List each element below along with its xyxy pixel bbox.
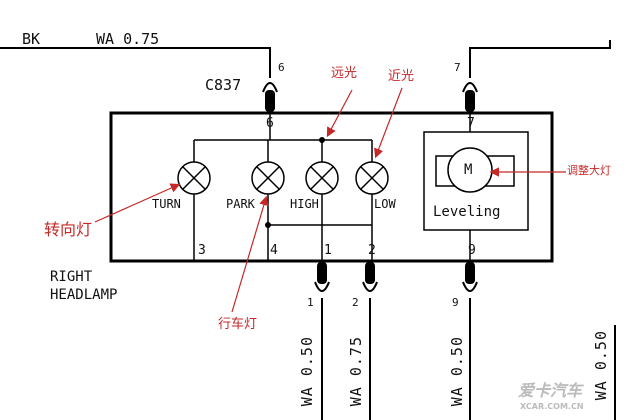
arrow-park bbox=[231, 195, 269, 313]
lamp-label-high: HIGH bbox=[290, 197, 319, 211]
pin-label-2-outside: 2 bbox=[352, 296, 359, 309]
headlamp-box-outer bbox=[109, 111, 554, 263]
wire-color-label: BK bbox=[22, 30, 41, 48]
connector-pin-7 bbox=[462, 82, 478, 112]
annotation-low-beam: 近光 bbox=[388, 69, 415, 84]
watermark-logo: 爱卡汽车 bbox=[518, 381, 583, 400]
lamp-high-symbol bbox=[305, 161, 339, 195]
pin-label-6-outside: 6 bbox=[278, 61, 285, 74]
pin-label-7-outside: 7 bbox=[454, 61, 461, 74]
arrow-low bbox=[374, 87, 403, 159]
lamp-park-symbol bbox=[251, 161, 285, 195]
wire-label-right: WA 0.50 bbox=[592, 330, 610, 401]
pin-label-1-outside: 1 bbox=[307, 296, 314, 309]
component-name-line1: RIGHT bbox=[50, 269, 93, 285]
pin-label-7-inside: 7 bbox=[467, 116, 475, 131]
pin7-wire bbox=[469, 40, 611, 78]
pin-label-3-inside: 3 bbox=[198, 243, 206, 258]
pin-label-1-inside: 1 bbox=[324, 243, 332, 258]
connector-id: C837 bbox=[205, 76, 242, 94]
annotation-park-lamp: 行车灯 bbox=[218, 317, 258, 332]
wire-label-pin2: WA 0.75 bbox=[347, 336, 365, 407]
pin-label-2-inside: 2 bbox=[368, 243, 376, 258]
arrow-turn bbox=[94, 183, 181, 223]
pin-label-9-inside: 9 bbox=[468, 243, 476, 258]
connector-pin-1 bbox=[314, 262, 330, 292]
lamp-low-symbol bbox=[355, 161, 389, 195]
top-wire bbox=[0, 47, 271, 78]
motor-letter: M bbox=[464, 162, 473, 178]
wire-label-pin1: WA 0.50 bbox=[298, 336, 316, 407]
lamp-turn-symbol bbox=[177, 161, 211, 195]
connector-pin-6 bbox=[262, 82, 278, 112]
watermark-url: XCAR.COM.CN bbox=[520, 402, 584, 411]
pin-label-9-outside: 9 bbox=[452, 296, 459, 309]
annotation-leveling: 调整大灯 bbox=[567, 164, 611, 177]
wire-label-pin9: WA 0.50 bbox=[448, 336, 466, 407]
pin-label-4-inside: 4 bbox=[270, 243, 278, 258]
lamp-label-turn: TURN bbox=[152, 197, 181, 211]
arrow-high bbox=[326, 89, 353, 138]
component-name-line2: HEADLAMP bbox=[50, 287, 118, 303]
annotation-turn-lamp: 转向灯 bbox=[44, 220, 93, 239]
lamp-label-low: LOW bbox=[374, 197, 396, 211]
pin-label-6-inside: 6 bbox=[266, 116, 274, 131]
lamp-label-park: PARK bbox=[226, 197, 255, 211]
leveling-label: Leveling bbox=[433, 204, 501, 220]
wire-spec-label: WA 0.75 bbox=[96, 30, 160, 48]
annotation-high-beam: 远光 bbox=[331, 66, 358, 81]
connector-pin-2 bbox=[362, 262, 378, 292]
connector-pin-9 bbox=[462, 262, 478, 292]
